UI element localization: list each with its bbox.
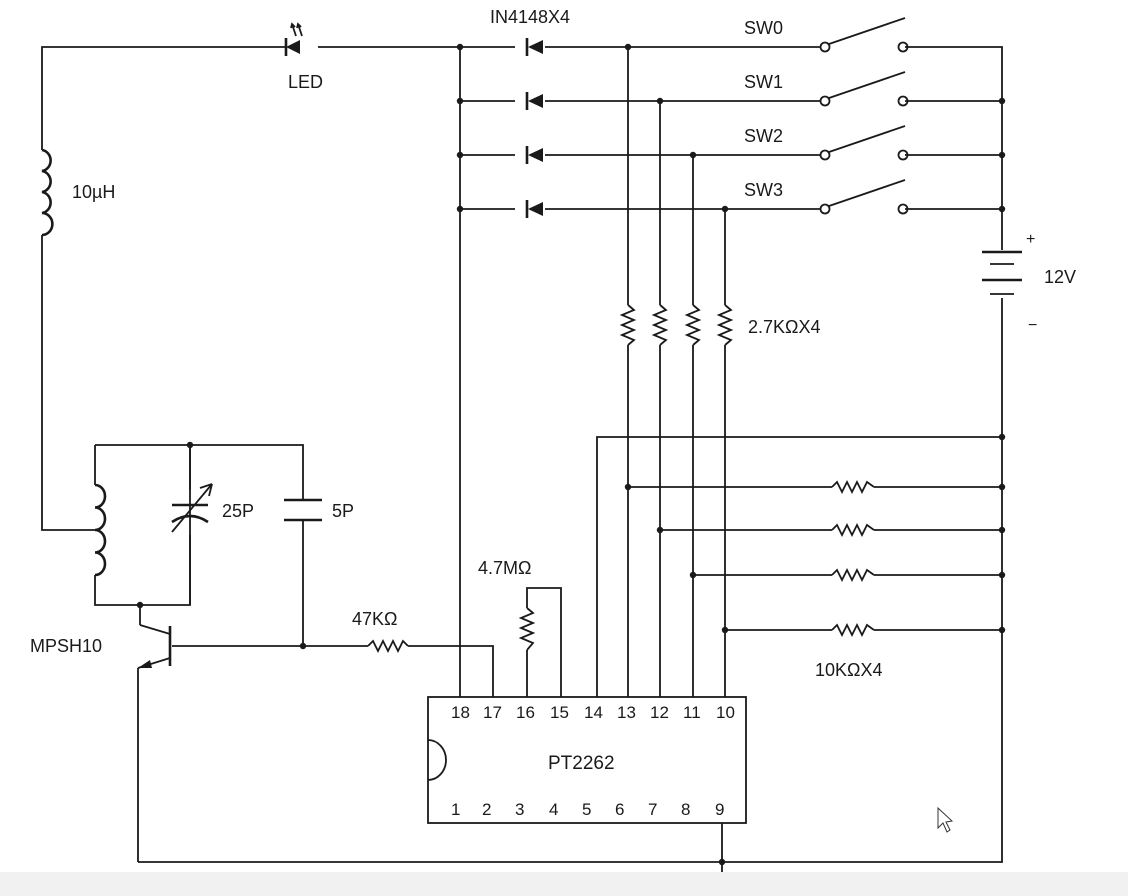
pin-label: 9 — [715, 800, 724, 819]
switch-sw3: SW3 — [744, 179, 909, 215]
variable-capacitor-25p: 25P — [171, 483, 254, 533]
transistor-label: MPSH10 — [30, 636, 102, 656]
pin-label: 2 — [482, 800, 491, 819]
pin-label: 12 — [650, 703, 669, 722]
resistors-2k7: 2.7KΩX4 — [619, 304, 821, 346]
pin-label: 3 — [515, 800, 524, 819]
inductor-label: 10µH — [72, 182, 115, 202]
diode-label: IN4148X4 — [490, 7, 570, 27]
r47k-label: 47KΩ — [352, 609, 397, 629]
pin-label: 15 — [550, 703, 569, 722]
junction-dots — [136, 43, 1006, 866]
pin-label: 10 — [716, 703, 735, 722]
chip-label: PT2262 — [548, 753, 615, 774]
battery-label: 12V — [1044, 267, 1076, 287]
bottom-bar — [0, 872, 1128, 896]
tank-coil — [94, 483, 107, 577]
switch-sw1: SW1 — [744, 71, 909, 107]
sw0-label: SW0 — [744, 18, 783, 38]
r10k-label: 10KΩX4 — [815, 660, 883, 680]
resistor-4m7: 4.7MΩ — [478, 558, 536, 651]
diode-array: IN4148X4 — [490, 7, 570, 218]
r2k7-label: 2.7KΩX4 — [748, 317, 821, 337]
resistor-47k: 47KΩ — [352, 609, 409, 654]
battery-minus: − — [1028, 317, 1037, 334]
c5p-label: 5P — [332, 501, 354, 521]
chip-pins-bottom: 1 2 3 4 5 6 7 8 9 — [451, 800, 724, 819]
pin-label: 16 — [516, 703, 535, 722]
pin-label: 6 — [615, 800, 624, 819]
mouse-cursor-icon — [937, 806, 954, 833]
pin-label: 5 — [582, 800, 591, 819]
inductor-10uh: 10µH — [41, 148, 115, 237]
switch-sw0: SW0 — [744, 17, 909, 53]
switch-sw2: SW2 — [744, 125, 909, 161]
pt2262-chip: PT2262 18 17 16 15 14 13 12 11 10 1 2 3 … — [427, 696, 747, 824]
pin-label: 14 — [584, 703, 603, 722]
sw3-label: SW3 — [744, 180, 783, 200]
pin-label: 11 — [683, 703, 701, 722]
battery-plus: + — [1026, 231, 1035, 248]
chip-pins-top: 18 17 16 15 14 13 12 11 10 — [451, 703, 735, 722]
wires — [41, 46, 1003, 880]
pin-label: 8 — [681, 800, 690, 819]
led-label: LED — [288, 72, 323, 92]
resistors-10k: 10KΩX4 — [815, 479, 883, 680]
r4m7-label: 4.7MΩ — [478, 558, 531, 578]
sw1-label: SW1 — [744, 72, 783, 92]
switches: SW0 SW1 SW2 SW3 — [744, 17, 909, 215]
pin-label: 1 — [451, 800, 460, 819]
capacitor-5p: 5P — [284, 498, 354, 522]
battery-symbol: + − 12V — [982, 231, 1076, 334]
pin-label: 4 — [549, 800, 558, 819]
pin-label: 18 — [451, 703, 470, 722]
led-symbol: LED — [284, 22, 323, 92]
pin-label: 7 — [648, 800, 657, 819]
sw2-label: SW2 — [744, 126, 783, 146]
c25p-label: 25P — [222, 501, 254, 521]
pin-label: 17 — [483, 703, 502, 722]
pin-label: 13 — [617, 703, 636, 722]
transistor-mpsh10: MPSH10 — [30, 624, 172, 669]
